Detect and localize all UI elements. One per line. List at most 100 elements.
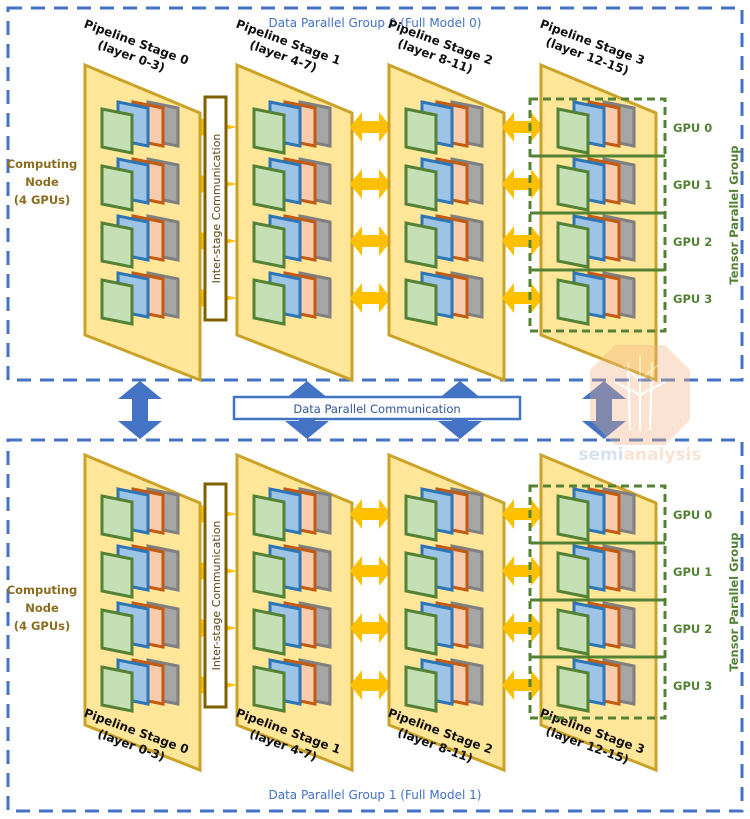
gpu-layer-stack [252,658,332,713]
tensor-parallel-group-label: Tensor Parallel Group [727,532,741,671]
gpu-layer-stack [100,100,180,155]
pipeline-double-arrow-icon [502,169,543,199]
inter-stage-communication: Inter-stage Communication [203,95,228,322]
layer-green-icon [252,551,286,599]
gpu-label-1: GPU 1 [673,178,712,192]
gpu-layer-stack [252,100,332,155]
layer-green-icon [404,107,438,155]
semianalysis-watermark: semianalysis [578,345,702,465]
layer-green-icon [556,608,590,656]
gpu-layer-stack [404,487,484,542]
pipeline-double-arrow-icon [502,226,543,256]
gpu-layer-stack [404,544,484,599]
gpu-layer-stack [556,601,636,656]
layer-green-icon [252,494,286,542]
computing-node-label-line: Computing [7,157,78,171]
layer-green-icon [100,278,134,326]
inter-stage-communication: Inter-stage Communication [203,482,228,709]
gpu-label-0: GPU 0 [673,508,712,522]
tensor-parallel-group-border [528,97,667,333]
layer-green-icon [100,551,134,599]
layer-green-icon [100,608,134,656]
gpu-layer-stack [252,157,332,212]
gpu-layer-stack [404,658,484,713]
layer-green-icon [100,494,134,542]
pipeline-double-arrow-icon [350,112,391,142]
watermark-octagon-icon [590,345,690,445]
gpu-layer-stack [556,157,636,212]
layer-green-icon [252,164,286,212]
gpu-layer-stack [404,271,484,326]
gpu-layer-stack [100,601,180,656]
computing-node-label-line: (4 GPUs) [14,193,71,207]
gpu-layer-stack [404,100,484,155]
layer-green-icon [556,164,590,212]
data-parallel-communication: Data Parallel Communication [118,381,626,439]
gpu-layer-stack [252,214,332,269]
gpu-layer-stack [252,271,332,326]
layer-green-icon [556,278,590,326]
computing-node-label-line: Computing [7,583,78,597]
layer-green-icon [252,608,286,656]
pipeline-double-arrow-icon [350,499,391,529]
layer-green-icon [404,278,438,326]
pipeline-double-arrow-icon [350,226,391,256]
layer-green-icon [100,107,134,155]
computing-node-label-line: (4 GPUs) [14,619,71,633]
layer-green-icon [556,551,590,599]
gpu-layer-stack [100,487,180,542]
layer-green-icon [252,278,286,326]
gpu-layer-stack [252,544,332,599]
pipeline-stage-2: Pipeline Stage 2(layer 8-11) [386,452,543,773]
gpu-label-2: GPU 2 [673,622,712,636]
gpu-layer-stack [100,658,180,713]
data-parallel-group-1-border [6,438,744,813]
layer-green-icon [404,551,438,599]
gpu-layer-stack [404,157,484,212]
pipeline-stage-2: Pipeline Stage 2(layer 8-11) [386,17,543,383]
layer-green-icon [100,665,134,713]
pipeline-stage-3: Pipeline Stage 3(layer 12-15) [538,452,658,773]
data-parallel-arrow-icon [582,381,626,439]
gpu-label-0: GPU 0 [673,121,712,135]
layer-green-icon [252,107,286,155]
layer-green-icon [556,665,590,713]
pipeline-double-arrow-icon [502,670,543,700]
pipeline-double-arrow-icon [502,283,543,313]
layer-green-icon [556,107,590,155]
tensor-parallel-group: GPU 0 GPU 1 GPU 2 GPU 3 Tensor Parallel Grou… [528,484,741,720]
pipeline-double-arrow-icon [350,169,391,199]
gpu-layer-stack [100,271,180,326]
gpu-layer-stack [556,271,636,326]
gpu-label-1: GPU 1 [673,565,712,579]
pipeline-stage-1: Pipeline Stage 1(layer 4-7) [234,17,391,383]
gpu-layer-stack [100,214,180,269]
layer-green-icon [252,665,286,713]
computing-node-label-line: Node [25,601,59,615]
gpu-layer-stack [252,601,332,656]
tensor-parallel-group-border [528,484,667,720]
computing-node-label-line: Node [25,175,59,189]
pipeline-double-arrow-icon [502,499,543,529]
pipeline-double-arrow-icon [350,613,391,643]
watermark-tree-icon [614,355,666,431]
pipeline-double-arrow-icon [502,556,543,586]
gpu-label-2: GPU 2 [673,235,712,249]
layer-green-icon [100,221,134,269]
pipeline-stage-0: Pipeline Stage 0(layer 0-3) [82,452,202,773]
gpu-layer-stack [556,214,636,269]
gpu-layer-stack [556,487,636,542]
pipeline-double-arrow-icon [350,670,391,700]
inter-stage-communication-box [203,482,228,709]
pipeline-stage-1: Pipeline Stage 1(layer 4-7) [234,452,391,773]
gpu-label-3: GPU 3 [673,679,712,693]
layer-green-icon [404,608,438,656]
layer-green-icon [556,494,590,542]
layer-green-icon [100,164,134,212]
gpu-layer-stack [252,487,332,542]
pipeline-double-arrow-icon [350,556,391,586]
